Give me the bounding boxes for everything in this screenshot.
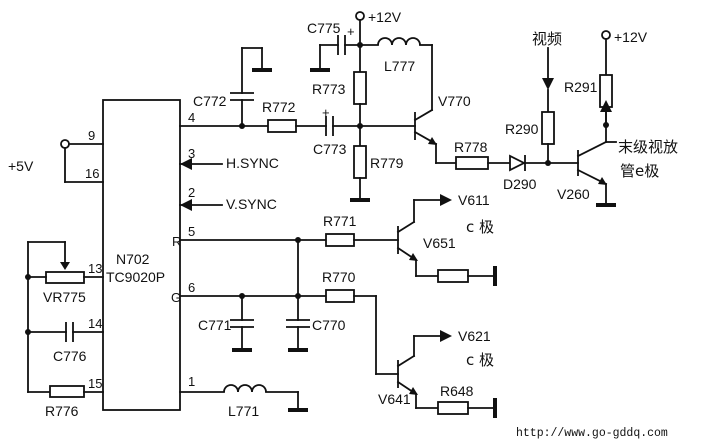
- label-d290: D290: [503, 176, 537, 192]
- pin-16: 16: [85, 166, 99, 181]
- label-v621: V621: [458, 328, 491, 344]
- v260-stage: [576, 30, 616, 207]
- c775-polarity: +: [347, 24, 355, 39]
- label-v651: V651: [423, 235, 456, 251]
- pin-4: 4: [188, 110, 195, 125]
- pin-r: R: [172, 234, 181, 249]
- l771-coil: [223, 384, 267, 393]
- pin-14: 14: [88, 316, 102, 331]
- pin-1: 1: [188, 374, 195, 389]
- r776-resistor: [49, 385, 85, 398]
- label-l777: L777: [384, 58, 415, 74]
- ic-n702-body: [102, 99, 181, 411]
- d290-diode: [509, 154, 527, 172]
- label-v611: V611: [458, 192, 490, 208]
- label-v641: V641: [378, 391, 411, 407]
- g-output-net: [179, 239, 497, 418]
- label-hsync: H.SYNC: [226, 155, 279, 171]
- label-v260: V260: [557, 186, 590, 202]
- left-network: [25, 241, 104, 398]
- pin-3: 3: [188, 146, 195, 161]
- label-r772: R772: [262, 99, 296, 115]
- ic-ref: N702: [116, 251, 150, 267]
- label-final-stage-1: 末级视放: [618, 138, 678, 156]
- label-c772: C772: [193, 93, 227, 109]
- label-r779: R779: [370, 155, 404, 171]
- vsync-arrow: [180, 199, 192, 211]
- label-r770: R770: [322, 269, 356, 285]
- l777-coil: [377, 37, 421, 46]
- label-c773: C773: [313, 141, 347, 157]
- pin-15: 15: [88, 376, 102, 391]
- pin-9: 9: [88, 128, 95, 143]
- label-r776: R776: [45, 403, 79, 419]
- power-5v-net: [60, 139, 104, 183]
- hsync-arrow: [180, 158, 192, 170]
- v651-emitter-resistor: [437, 269, 469, 283]
- label-r290: R290: [505, 121, 539, 137]
- label-video: 视频: [532, 30, 562, 48]
- label-r778: R778: [454, 139, 488, 155]
- label-r771: R771: [323, 213, 357, 229]
- r778-resistor: [455, 156, 489, 170]
- pin-6: 6: [188, 280, 195, 295]
- pin-13: 13: [88, 261, 102, 276]
- label-c775: C775: [307, 20, 341, 36]
- label-l771: L771: [228, 403, 259, 419]
- label-vr775: VR775: [43, 289, 86, 305]
- pin-5: 5: [188, 224, 195, 239]
- r-output-net: [179, 194, 497, 286]
- pin4-net: [179, 47, 416, 136]
- source-url: http://www.go-gddq.com: [516, 427, 668, 440]
- r779-resistor: [353, 145, 367, 179]
- ic-part: TC9020P: [106, 269, 165, 285]
- label-c776: C776: [53, 348, 87, 364]
- power-5v-label: +5V: [8, 158, 34, 174]
- label-r773: R773: [312, 81, 346, 97]
- r290-resistor: [541, 111, 555, 145]
- vr775-resistor: [45, 271, 85, 284]
- power-12v-a: +12V: [368, 9, 402, 25]
- v770-transistor: [413, 108, 457, 164]
- r648-resistor: [437, 401, 469, 415]
- label-v611-c: c 极: [466, 218, 494, 236]
- label-v770: V770: [438, 93, 471, 109]
- r772-resistor: [267, 119, 297, 133]
- pin1-net: [179, 384, 308, 412]
- c773-polarity: +: [322, 105, 330, 120]
- r773-resistor: [353, 71, 367, 105]
- output-arrow-up: [600, 100, 612, 112]
- label-c771: C771: [198, 317, 232, 333]
- label-r648: R648: [440, 383, 474, 399]
- label-c770: C770: [312, 317, 346, 333]
- power-12v-b: +12V: [614, 29, 648, 45]
- pin-2: 2: [188, 185, 195, 200]
- label-r291: R291: [564, 79, 598, 95]
- top-supply-net: [310, 11, 433, 202]
- label-final-stage-2: 管e极: [620, 162, 659, 180]
- label-v621-c: c 极: [466, 351, 494, 369]
- label-vsync: V.SYNC: [226, 196, 277, 212]
- r771-resistor: [325, 233, 355, 247]
- r770-resistor: [325, 289, 355, 303]
- pin-g: G: [171, 290, 181, 305]
